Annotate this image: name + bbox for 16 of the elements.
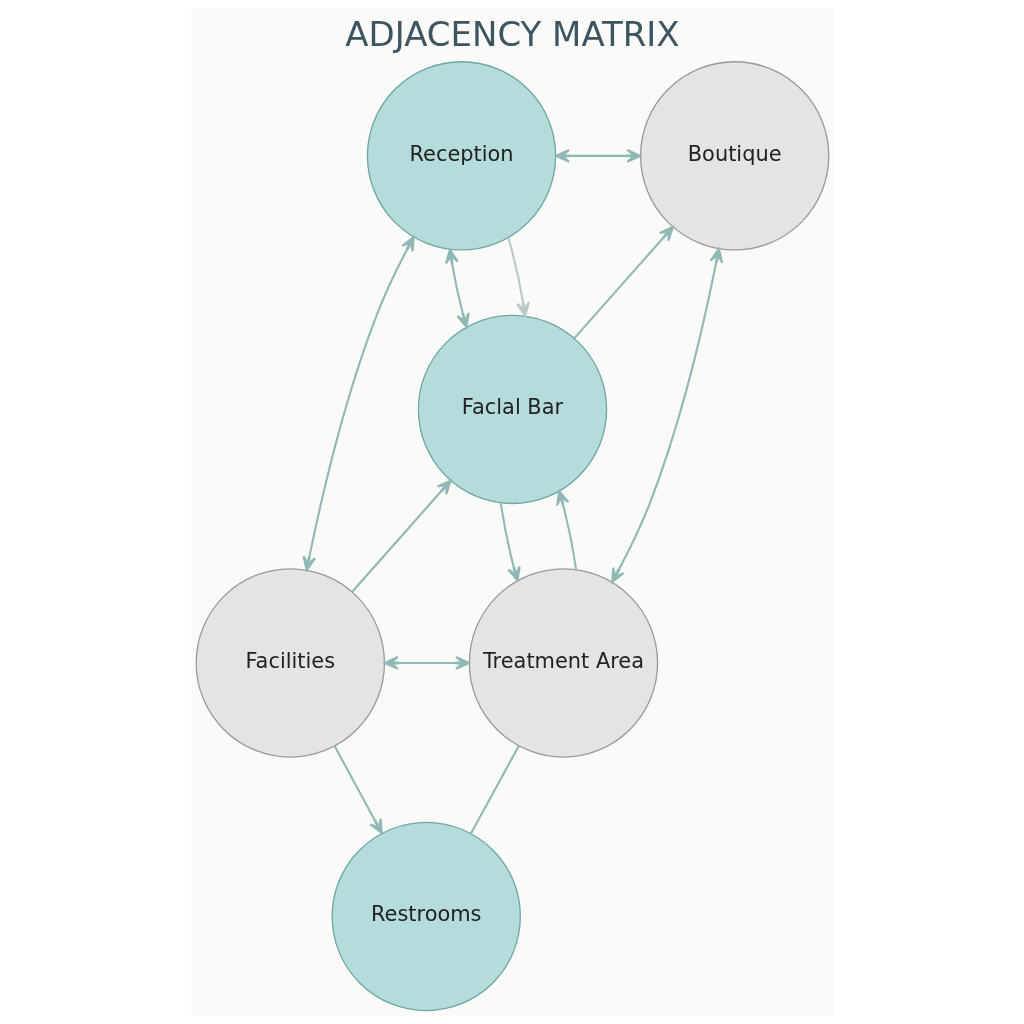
arrow (333, 745, 383, 835)
arrow (554, 148, 641, 163)
arrow (301, 235, 415, 572)
connector (469, 745, 520, 834)
node-circle: Boutique (639, 61, 829, 251)
diagram-title: ADJACENCY MATRIX (344, 13, 680, 54)
arrow (351, 479, 452, 593)
node-circle: Facilities (195, 568, 385, 758)
arrow (506, 237, 530, 317)
arrow (444, 248, 470, 329)
arrow (499, 502, 521, 582)
node-circle: Restrooms (331, 821, 521, 1012)
arrow (383, 656, 470, 670)
arrow (573, 226, 674, 339)
arrow (610, 247, 723, 583)
arrow (555, 490, 577, 570)
